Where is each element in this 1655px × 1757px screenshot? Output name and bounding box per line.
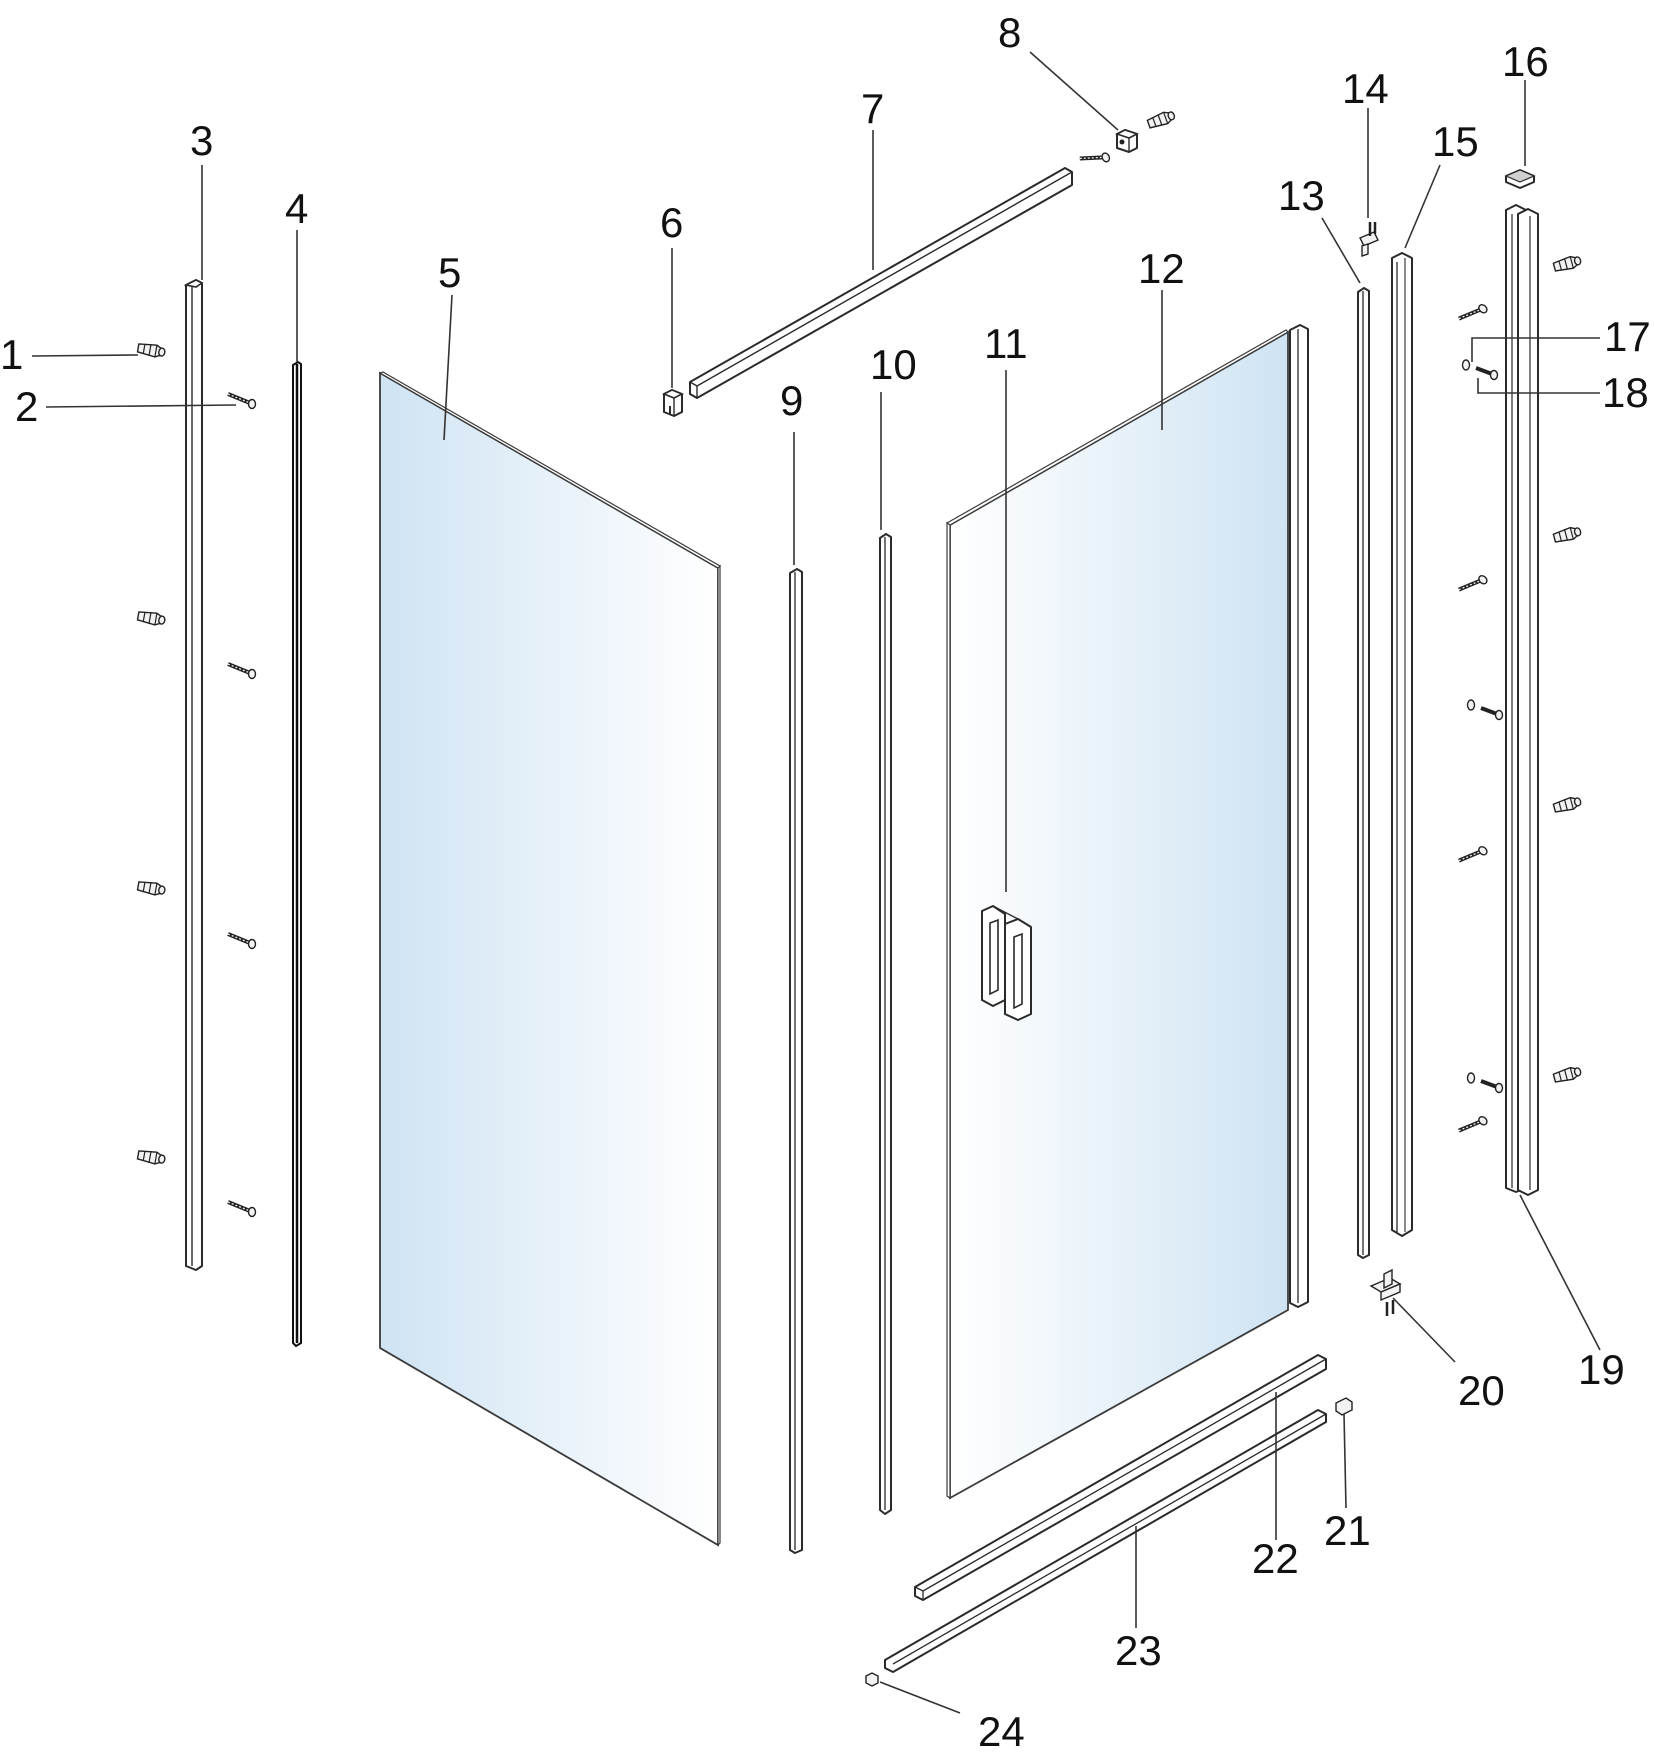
callout-5: 5 xyxy=(438,249,461,296)
door-glass-panel-part-12 xyxy=(945,324,1309,1500)
screw-icon xyxy=(226,392,258,411)
wall-plug-icon xyxy=(1552,1064,1583,1085)
screw-icon xyxy=(1459,841,1489,871)
screw-icon xyxy=(1459,299,1489,329)
callout-18: 18 xyxy=(1602,369,1649,416)
callout-12: 12 xyxy=(1138,245,1185,292)
callout-15: 15 xyxy=(1432,118,1479,165)
callout-6: 6 xyxy=(660,199,683,246)
end-cap-part-24 xyxy=(865,1672,879,1687)
screw-icon xyxy=(1459,1111,1489,1141)
callout-8: 8 xyxy=(998,9,1021,56)
callout-16: 16 xyxy=(1502,38,1549,85)
profile-part-9 xyxy=(789,568,803,1554)
seal-strip-part-4 xyxy=(292,360,302,1348)
callout-4: 4 xyxy=(285,185,308,232)
top-stabilizer-rail-part-7 xyxy=(689,167,1073,399)
screw-icon xyxy=(226,662,258,681)
pivot-top-part-14 xyxy=(1359,222,1379,257)
wall-plug-icon xyxy=(1552,524,1583,545)
door-handle-part-11 xyxy=(981,905,1032,1021)
callout-22: 22 xyxy=(1252,1535,1299,1582)
callout-20: 20 xyxy=(1458,1367,1505,1414)
callout-13: 13 xyxy=(1278,172,1325,219)
screw-icon xyxy=(226,932,258,951)
wall-bracket-part-8 xyxy=(1114,129,1140,153)
callout-14: 14 xyxy=(1342,65,1389,112)
profile-part-15 xyxy=(1391,252,1413,1237)
callout-7: 7 xyxy=(861,85,884,132)
bottom-track-part-22 xyxy=(914,1354,1327,1601)
callout-labels: 1 2 3 4 5 6 7 8 9 10 11 12 13 14 15 16 1… xyxy=(0,9,1651,1755)
profile-part-10 xyxy=(879,533,892,1515)
washer-icon xyxy=(1460,358,1500,382)
profile-part-13 xyxy=(1357,287,1370,1259)
screw-icon xyxy=(226,1200,258,1219)
wall-profile-part-19 xyxy=(1505,204,1539,1196)
rail-bracket-part-6 xyxy=(662,389,684,417)
leader-lines xyxy=(31,51,1601,1714)
callout-24: 24 xyxy=(978,1708,1025,1755)
callout-9: 9 xyxy=(780,377,803,424)
end-cap-part-21 xyxy=(1335,1397,1353,1416)
fixed-glass-panel-part-5 xyxy=(378,371,721,1547)
callout-17: 17 xyxy=(1604,313,1651,360)
wall-plug-icon xyxy=(1145,108,1177,131)
callout-2: 2 xyxy=(15,383,38,430)
callout-3: 3 xyxy=(190,117,213,164)
wall-plug-icon xyxy=(136,341,167,360)
end-cap-part-16 xyxy=(1504,169,1536,189)
pivot-bottom-part-20 xyxy=(1369,1268,1402,1316)
wall-plug-icon xyxy=(136,609,167,628)
callout-21: 21 xyxy=(1324,1507,1371,1554)
washer-icon xyxy=(1465,1071,1505,1095)
callout-10: 10 xyxy=(870,341,917,388)
callout-11: 11 xyxy=(984,320,1028,367)
screw-icon xyxy=(1459,570,1489,600)
callout-1: 1 xyxy=(0,331,23,378)
wall-plug-icon xyxy=(136,1148,167,1167)
wall-plug-icon xyxy=(1552,794,1583,815)
callout-19: 19 xyxy=(1578,1346,1625,1393)
screw-icon xyxy=(1077,144,1113,174)
callout-23: 23 xyxy=(1115,1627,1162,1674)
wall-plug-icon xyxy=(1552,253,1583,274)
wall-plug-icon xyxy=(136,879,167,898)
wall-profile-part-3 xyxy=(183,279,204,1271)
bottom-seal-part-23 xyxy=(884,1409,1327,1673)
washer-icon xyxy=(1465,698,1505,722)
